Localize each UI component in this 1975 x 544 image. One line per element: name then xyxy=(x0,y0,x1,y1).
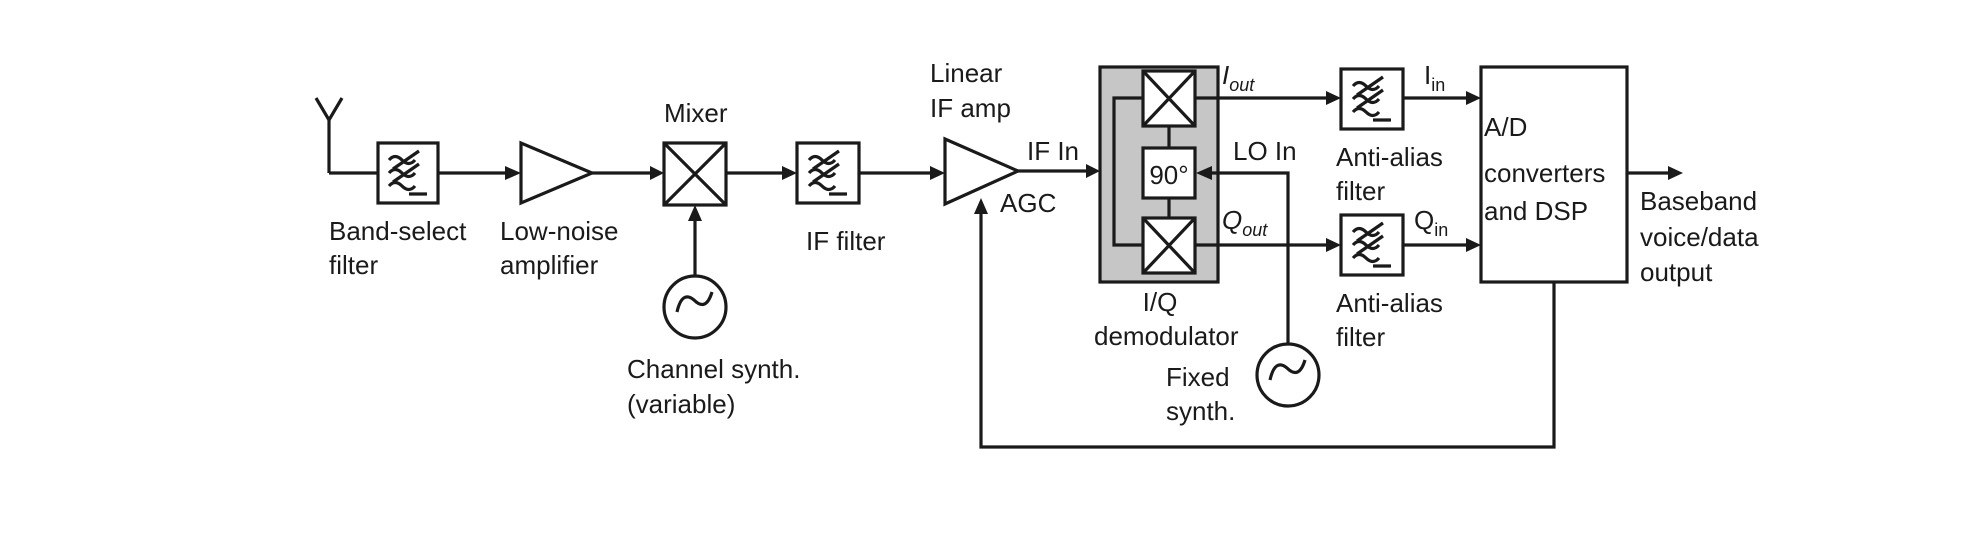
fixed-synth-label-2: synth. xyxy=(1166,396,1235,426)
iq-label-1: I/Q xyxy=(1143,287,1178,317)
arrow-head xyxy=(782,166,797,180)
wire-agc-feedback xyxy=(979,202,1556,449)
lna-label-1: Low-noise xyxy=(500,216,619,246)
i-in-label: Iin xyxy=(1424,60,1445,95)
fixed-synth-label-1: Fixed xyxy=(1166,362,1230,392)
q-in-label: Qin xyxy=(1414,205,1448,240)
arrow-head xyxy=(1326,91,1341,105)
arrow-head xyxy=(1466,238,1481,252)
arrow-head xyxy=(1086,164,1100,178)
mixer-icon xyxy=(662,141,728,207)
anti-alias-filter-i xyxy=(1339,67,1405,131)
band-select-label-2: filter xyxy=(329,250,378,280)
linear-if-label-2: IF amp xyxy=(930,93,1011,123)
adc-dsp-block xyxy=(1479,65,1629,284)
fixed-synth-icon xyxy=(1255,342,1321,408)
channel-synth-icon xyxy=(662,274,728,340)
baseband-label-2: voice/data xyxy=(1640,222,1759,252)
adc-label-2: converters xyxy=(1484,158,1605,188)
linear-if-amp-icon xyxy=(943,136,1022,207)
adc-label-3: and DSP xyxy=(1484,196,1588,226)
anti-alias-filter-q xyxy=(1339,213,1405,277)
i-out-label: Iout xyxy=(1222,60,1255,95)
lna-label-2: amplifier xyxy=(500,250,599,280)
anti-alias-top-label-2: filter xyxy=(1336,176,1385,206)
arrow-head xyxy=(1466,91,1481,105)
if-in-label: IF In xyxy=(1027,136,1079,166)
antenna-icon xyxy=(314,97,344,173)
mixer-label: Mixer xyxy=(664,98,728,128)
arrow-head xyxy=(688,205,702,221)
arrow-head xyxy=(974,198,988,214)
iq-label-2: demodulator xyxy=(1094,321,1239,351)
band-select-filter xyxy=(376,141,440,205)
if-filter-label: IF filter xyxy=(806,226,886,256)
arrow-head xyxy=(1668,166,1683,180)
wire-lo-in xyxy=(1210,171,1290,344)
if-filter xyxy=(795,141,861,205)
anti-alias-bot-label-2: filter xyxy=(1336,322,1385,352)
band-select-label-1: Band-select xyxy=(329,216,467,246)
lo-in-label: LO In xyxy=(1233,136,1297,166)
phase-shifter xyxy=(1141,146,1197,200)
arrow-head xyxy=(505,166,521,180)
low-noise-amplifier-icon xyxy=(519,140,597,206)
arrow-head xyxy=(1196,166,1212,180)
baseband-label-3: output xyxy=(1640,257,1713,287)
linear-if-label-1: Linear xyxy=(930,58,1003,88)
arrow-head xyxy=(930,166,945,180)
arrow-head xyxy=(650,166,664,180)
anti-alias-bot-label-1: Anti-alias xyxy=(1336,288,1443,318)
anti-alias-top-label-1: Anti-alias xyxy=(1336,142,1443,172)
channel-synth-label-2: (variable) xyxy=(627,389,735,419)
adc-label-1: A/D xyxy=(1484,112,1527,142)
arrow-head xyxy=(1326,238,1341,252)
channel-synth-label-1: Channel synth. xyxy=(627,354,800,384)
agc-label: AGC xyxy=(1000,188,1056,218)
baseband-label-1: Baseband xyxy=(1640,186,1757,216)
q-out-label: Qout xyxy=(1222,205,1268,240)
phase-label: 90° xyxy=(1149,160,1188,190)
